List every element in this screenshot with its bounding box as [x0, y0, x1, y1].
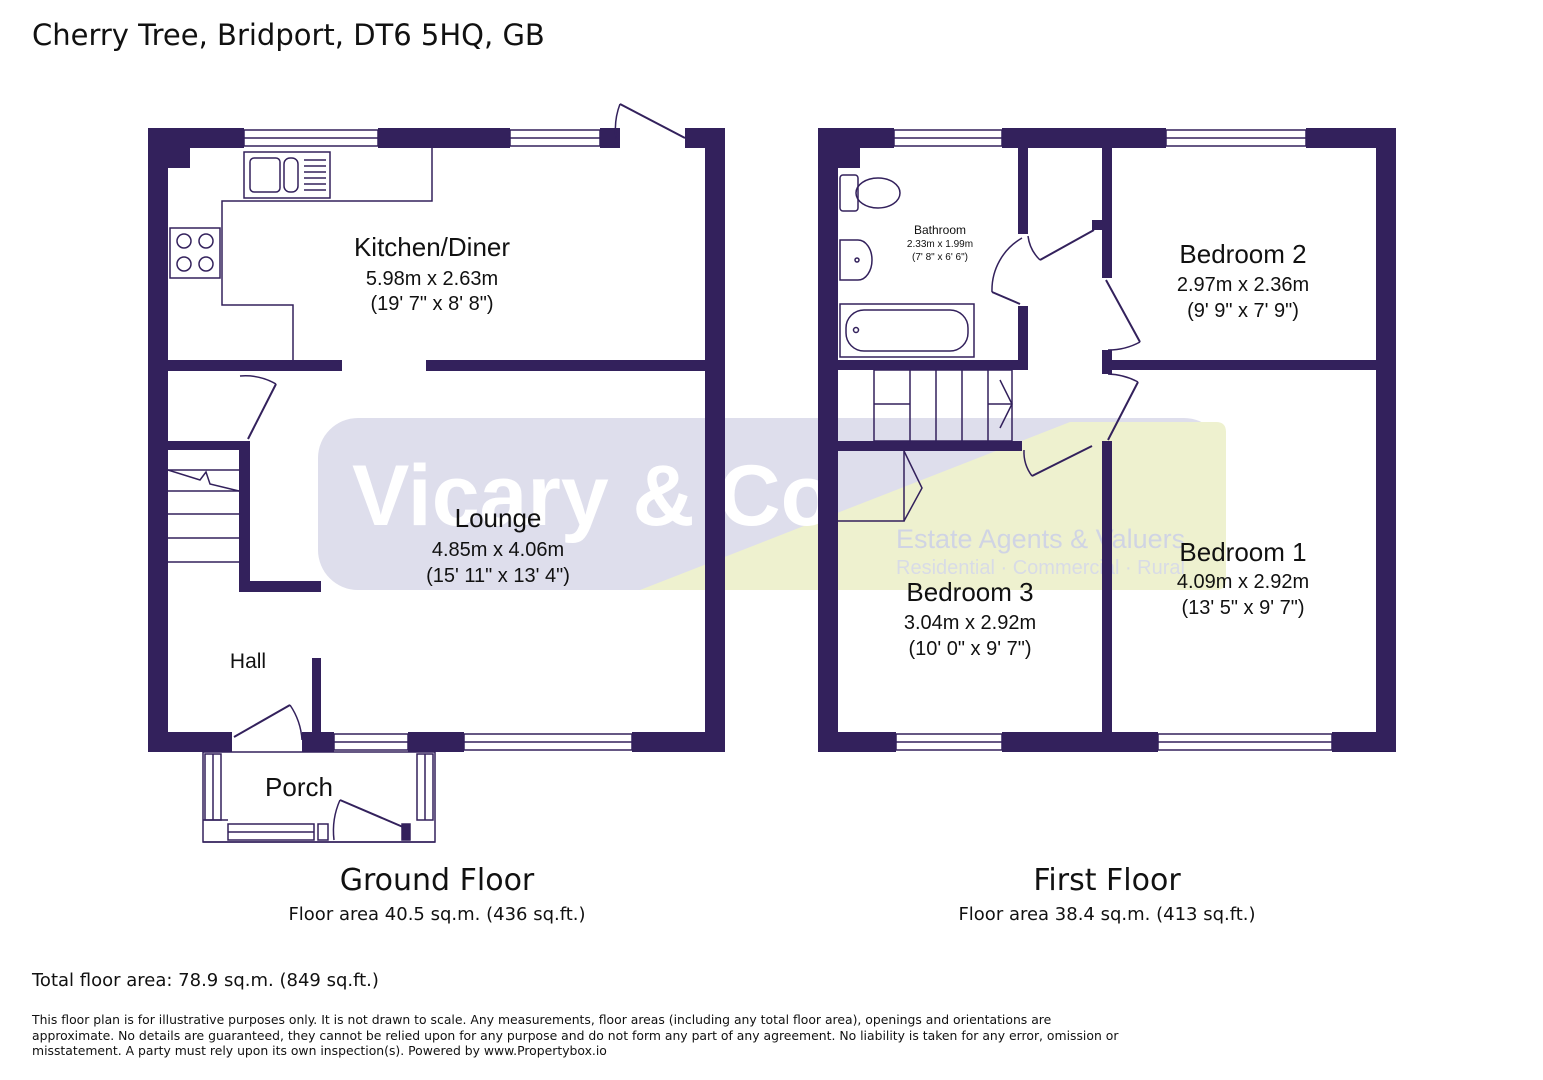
watermark: Vicary & Co Estate Agents & Valuers Resi…: [318, 418, 1226, 590]
wall: [838, 441, 1022, 451]
disclaimer: This floor plan is for illustrative purp…: [32, 1012, 1152, 1059]
watermark-tagline: Estate Agents & Valuers: [896, 524, 1185, 554]
wall: [1102, 148, 1112, 278]
wall: [818, 128, 838, 752]
bath: [839, 303, 975, 358]
cupboard: [838, 450, 923, 522]
room-name: Bedroom 1: [1179, 537, 1306, 567]
staircase: [873, 369, 1013, 442]
property-address: Cherry Tree, Bridport, DT6 5HQ, GB: [32, 18, 545, 52]
room-name: Bathroom: [914, 223, 966, 237]
wall: [838, 148, 860, 168]
floor-titles: Ground Floor Floor area 40.5 sq.m. (436 …: [288, 863, 1255, 925]
wall: [1002, 128, 1166, 148]
wall: [426, 360, 705, 371]
door: [233, 704, 291, 738]
door: [1031, 445, 1093, 477]
wall: [239, 441, 250, 591]
room-name: Hall: [230, 650, 266, 673]
room-dimension-metric: 2.33m x 1.99m: [907, 239, 973, 250]
disclaimer-line: This floor plan is for illustrative purp…: [32, 1012, 1052, 1027]
wall: [1102, 360, 1376, 370]
total-floor-area: Total floor area: 78.9 sq.m. (849 sq.ft.…: [32, 970, 379, 991]
wall: [818, 128, 894, 148]
room-dimension-imperial: (9' 9" x 7' 9"): [1187, 300, 1299, 322]
door: [247, 383, 277, 440]
wall: [168, 360, 342, 371]
room-dimension-imperial: (15' 11" x 13' 4"): [426, 565, 570, 587]
room-dimension-metric: 3.04m x 2.92m: [904, 612, 1036, 634]
room-dimension-metric: 4.85m x 4.06m: [432, 539, 564, 561]
first-floor-fixtures: [838, 129, 1333, 751]
wall: [685, 128, 725, 148]
staircase: [167, 469, 240, 563]
room-dimension-metric: 2.97m x 2.36m: [1177, 274, 1309, 296]
wall: [818, 732, 896, 752]
room-dimension-imperial: (10' 0" x 9' 7"): [909, 638, 1032, 660]
kitchen-worktop: [221, 148, 433, 360]
wall: [838, 360, 1028, 370]
disclaimer-line: misstatement. A party must rely upon its…: [32, 1043, 607, 1058]
door: [991, 291, 1021, 305]
room-dimension-metric: 5.98m x 2.63m: [366, 268, 498, 290]
floor-area: Floor area 40.5 sq.m. (436 sq.ft.): [288, 904, 585, 925]
ground-floor-fixtures: [167, 103, 686, 843]
wall: [239, 581, 321, 592]
wall: [1102, 441, 1112, 732]
sink: [243, 151, 331, 199]
floor-title: Ground Floor: [340, 863, 535, 898]
floor-area: Floor area 38.4 sq.m. (413 sq.ft.): [958, 904, 1255, 925]
wall: [1092, 220, 1102, 230]
room-name: Bedroom 3: [906, 577, 1033, 607]
hob: [169, 227, 221, 279]
wall: [1332, 732, 1396, 752]
ground-floor-plan: [148, 128, 725, 752]
wall: [378, 128, 510, 148]
wall: [1018, 148, 1028, 234]
basin: [839, 239, 873, 281]
first-floor-plan: [818, 128, 1396, 752]
room-labels: Kitchen/Diner 5.98m x 2.63m (19' 7" x 8'…: [230, 223, 1309, 802]
room-name: Kitchen/Diner: [354, 232, 510, 262]
wall: [312, 658, 321, 738]
room-name: Porch: [265, 772, 333, 802]
wall: [168, 441, 250, 450]
disclaimer-line: approximate. No details are guaranteed, …: [32, 1027, 1119, 1043]
wall: [168, 148, 190, 168]
wall: [148, 732, 232, 752]
wall: [148, 128, 244, 148]
wall: [408, 732, 464, 752]
watermark-services: Residential · Commercial · Rural: [896, 557, 1185, 579]
door: [1039, 229, 1095, 261]
room-dimension-imperial: (7' 8" x 6' 6"): [912, 252, 968, 263]
room-dimension-metric: 4.09m x 2.92m: [1177, 571, 1309, 593]
door: [1107, 381, 1139, 441]
wall: [148, 128, 168, 752]
wall: [1002, 732, 1158, 752]
wall: [1376, 128, 1396, 752]
wall: [600, 128, 620, 148]
floor-title: First Floor: [1033, 863, 1181, 898]
wall: [1306, 128, 1396, 148]
door: [619, 103, 686, 139]
room-name: Lounge: [455, 503, 542, 533]
room-name: Bedroom 2: [1179, 239, 1306, 269]
watermark-brand: Vicary & Co: [352, 448, 833, 544]
door: [1105, 279, 1141, 343]
wall: [1018, 306, 1028, 370]
wall: [302, 732, 334, 752]
wall: [705, 128, 725, 752]
room-dimension-imperial: (19' 7" x 8' 8"): [371, 293, 494, 315]
room-dimension-imperial: (13' 5" x 9' 7"): [1182, 597, 1305, 619]
toilet: [839, 174, 901, 212]
porch: [202, 751, 436, 843]
door: [339, 799, 411, 831]
wall: [632, 732, 725, 752]
